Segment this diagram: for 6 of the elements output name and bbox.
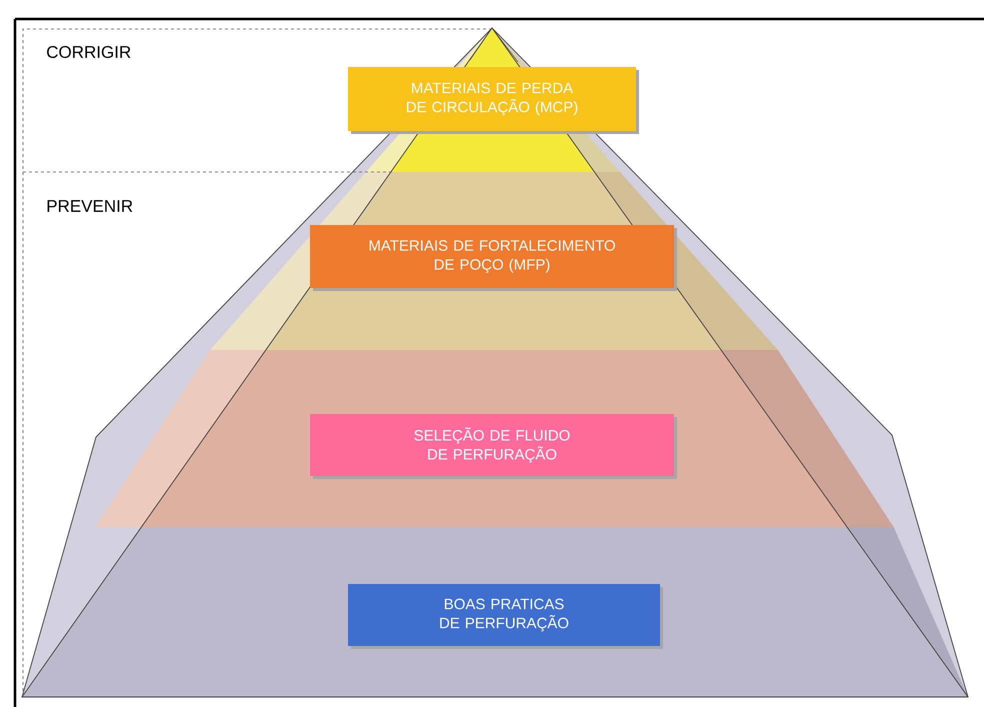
level-box: SELEÇÃO DE FLUIDO DE PERFURAÇÃO: [310, 414, 677, 479]
level-box: MATERIAIS DE PERDA DE CIRCULAÇÃO (MCP): [348, 67, 639, 134]
section-label: PREVENIR: [48, 200, 132, 212]
level-box: BOAS PRATICAS DE PERFURAÇÃO: [348, 584, 663, 649]
section-label: CORRIGIR: [47, 46, 130, 58]
level-box: MATERIAIS DE FORTALECIMENTO DE POÇO (MFP): [310, 225, 677, 291]
